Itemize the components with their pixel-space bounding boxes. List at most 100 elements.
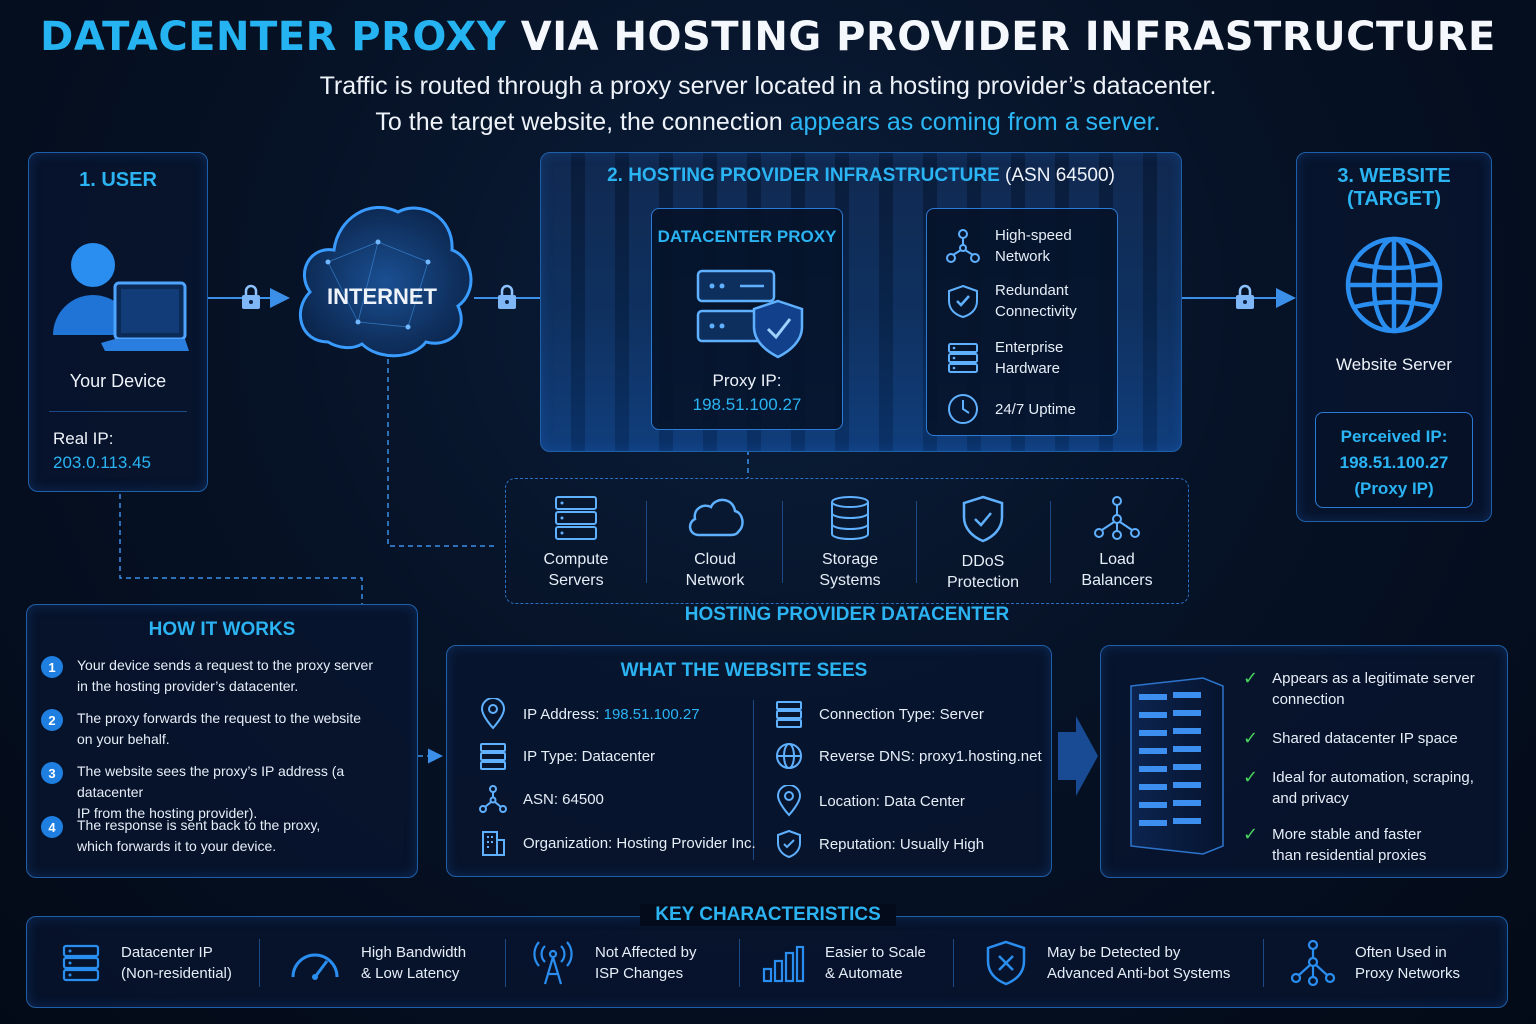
- step-line: which forwards it to your device.: [77, 838, 277, 854]
- feature-line: Network: [995, 248, 1051, 265]
- cloud-icon: [655, 495, 775, 541]
- website-heading: 3. WEBSITE (TARGET): [1297, 165, 1491, 211]
- sees-label: Reverse DNS: proxy1.hosting.net: [819, 747, 1042, 765]
- what-website-sees-panel: WHAT THE WEBSITE SEES IP Address: 198.51…: [446, 645, 1052, 877]
- key-line: Proxy Networks: [1355, 965, 1461, 982]
- sees-ip-value: 198.51.100.27: [603, 705, 700, 723]
- location-pin-icon: [775, 785, 803, 817]
- real-ip-value: 203.0.113.45: [53, 453, 151, 472]
- speedometer-icon: [289, 943, 341, 983]
- benefit-item: ✓ Shared datacenter IP space: [1243, 728, 1458, 749]
- website-server-label: Website Server: [1336, 355, 1452, 374]
- sees-label: IP Address:: [523, 705, 604, 723]
- perceived-ip-label: Perceived IP:: [1340, 427, 1448, 446]
- divider: [916, 501, 917, 583]
- key-line: High Bandwidth: [361, 944, 467, 961]
- datacenter-item: DDoS Protection: [923, 495, 1043, 593]
- subtitle-line-2-highlight: appears as coming from a server.: [789, 108, 1161, 136]
- key-line: Often Used in: [1355, 944, 1447, 961]
- sees-label: IP Type: Datacenter: [523, 747, 656, 765]
- feature-line: High-speed: [995, 227, 1072, 244]
- step-number: 3: [41, 762, 63, 784]
- sees-row: ASN: 64500: [479, 785, 604, 813]
- server-icon: [479, 742, 507, 770]
- divider: [646, 501, 647, 583]
- feature-line: 24/7 Uptime: [995, 400, 1076, 418]
- key-line: Not Affected by: [595, 944, 697, 961]
- benefit-line: Appears as a legitimate server: [1272, 670, 1475, 687]
- sees-row: IP Type: Datacenter: [479, 742, 655, 770]
- datacenter-item-line: Servers: [548, 572, 604, 589]
- key-line: May be Detected by: [1047, 944, 1181, 961]
- key-line: Datacenter IP: [121, 944, 213, 961]
- key-characteristics-panel: Datacenter IP(Non-residential) High Band…: [26, 916, 1508, 1008]
- benefit-line: connection: [1272, 691, 1345, 708]
- sees-label: Organization: Hosting Provider Inc.: [523, 834, 756, 852]
- divider: [1050, 501, 1051, 583]
- network-icon: [945, 228, 981, 264]
- user-heading: 1. USER: [79, 169, 157, 191]
- real-ip-label: Real IP:: [53, 429, 114, 448]
- step-line: The proxy forwards the request to the we…: [77, 710, 362, 726]
- datacenter-services-row: Compute Servers Cloud Network Storage Sy…: [505, 478, 1189, 604]
- check-icon: ✓: [1243, 824, 1259, 844]
- datacenter-item-line: DDoS: [961, 553, 1005, 570]
- step-line: on your behalf.: [77, 731, 170, 747]
- title-highlight: DATACENTER PROXY: [40, 14, 507, 60]
- key-line: ISP Changes: [595, 965, 684, 982]
- key-line: & Low Latency: [361, 965, 460, 982]
- step-line: IP from the hosting provider).: [77, 805, 258, 821]
- divider: [1263, 939, 1264, 987]
- step-item: 3 The website sees the proxy’s IP addres…: [41, 761, 411, 824]
- internet-cloud-icon: [288, 192, 476, 362]
- shield-icon: [923, 495, 1043, 543]
- subtitle-line-2: To the target website, the connection ap…: [0, 104, 1536, 140]
- divider: [739, 939, 740, 987]
- how-it-works-heading: HOW IT WORKS: [148, 619, 296, 640]
- website-heading-line-2: (TARGET): [1346, 188, 1442, 210]
- divider: [782, 501, 783, 583]
- load-balancer-icon: [1057, 495, 1177, 541]
- proxy-server-shield-icon: [696, 267, 806, 359]
- key-item: Often Used in Proxy Networks: [1291, 917, 1460, 1009]
- feature-line: Hardware: [995, 360, 1061, 377]
- network-icon: [1291, 940, 1335, 986]
- sees-row: Reverse DNS: proxy1.hosting.net: [775, 742, 1042, 770]
- sees-label: Connection Type: Server: [819, 705, 984, 723]
- key-characteristics-heading: KEY CHARACTERISTICS: [640, 904, 896, 926]
- step-line: in the hosting provider’s datacenter.: [77, 678, 299, 694]
- perceived-ip-value: 198.51.100.27: [1339, 453, 1449, 472]
- datacenter-item-line: Storage: [821, 551, 879, 568]
- step-line: Your device sends a request to the proxy…: [77, 657, 373, 673]
- benefit-item: ✓ Ideal for automation, scraping,and pri…: [1243, 767, 1474, 809]
- divider: [953, 939, 954, 987]
- key-line: Easier to Scale: [825, 944, 926, 961]
- sees-row: Reputation: Usually High: [775, 829, 984, 859]
- feature-line: Enterprise: [995, 339, 1064, 356]
- datacenter-item-line: Systems: [819, 572, 881, 589]
- key-line: & Automate: [825, 965, 903, 982]
- feature-row: 24/7 Uptime: [945, 391, 1076, 427]
- hosting-heading-asn: (ASN 64500): [999, 165, 1115, 186]
- benefit-line: than residential proxies: [1272, 847, 1427, 864]
- proxy-ip-value: 198.51.100.27: [692, 395, 802, 414]
- step-line: The website sees the proxy’s IP address …: [77, 763, 345, 800]
- benefit-line: Ideal for automation, scraping,: [1272, 769, 1474, 786]
- internet-label: INTERNET: [327, 284, 437, 309]
- location-pin-icon: [479, 698, 507, 730]
- datacenter-item: Storage Systems: [790, 495, 910, 591]
- globe-icon: [1344, 235, 1444, 335]
- server-icon: [61, 943, 101, 983]
- datacenter-item-line: Protection: [946, 574, 1020, 591]
- subtitle-line-1: Traffic is routed through a proxy server…: [319, 72, 1217, 100]
- step-item: 4 The response is sent back to the proxy…: [41, 815, 411, 857]
- globe-icon: [775, 742, 803, 770]
- step-number: 4: [41, 816, 63, 838]
- check-icon: ✓: [1243, 728, 1259, 748]
- lock-icon: [240, 283, 262, 311]
- datacenter-item-line: Compute: [543, 551, 609, 568]
